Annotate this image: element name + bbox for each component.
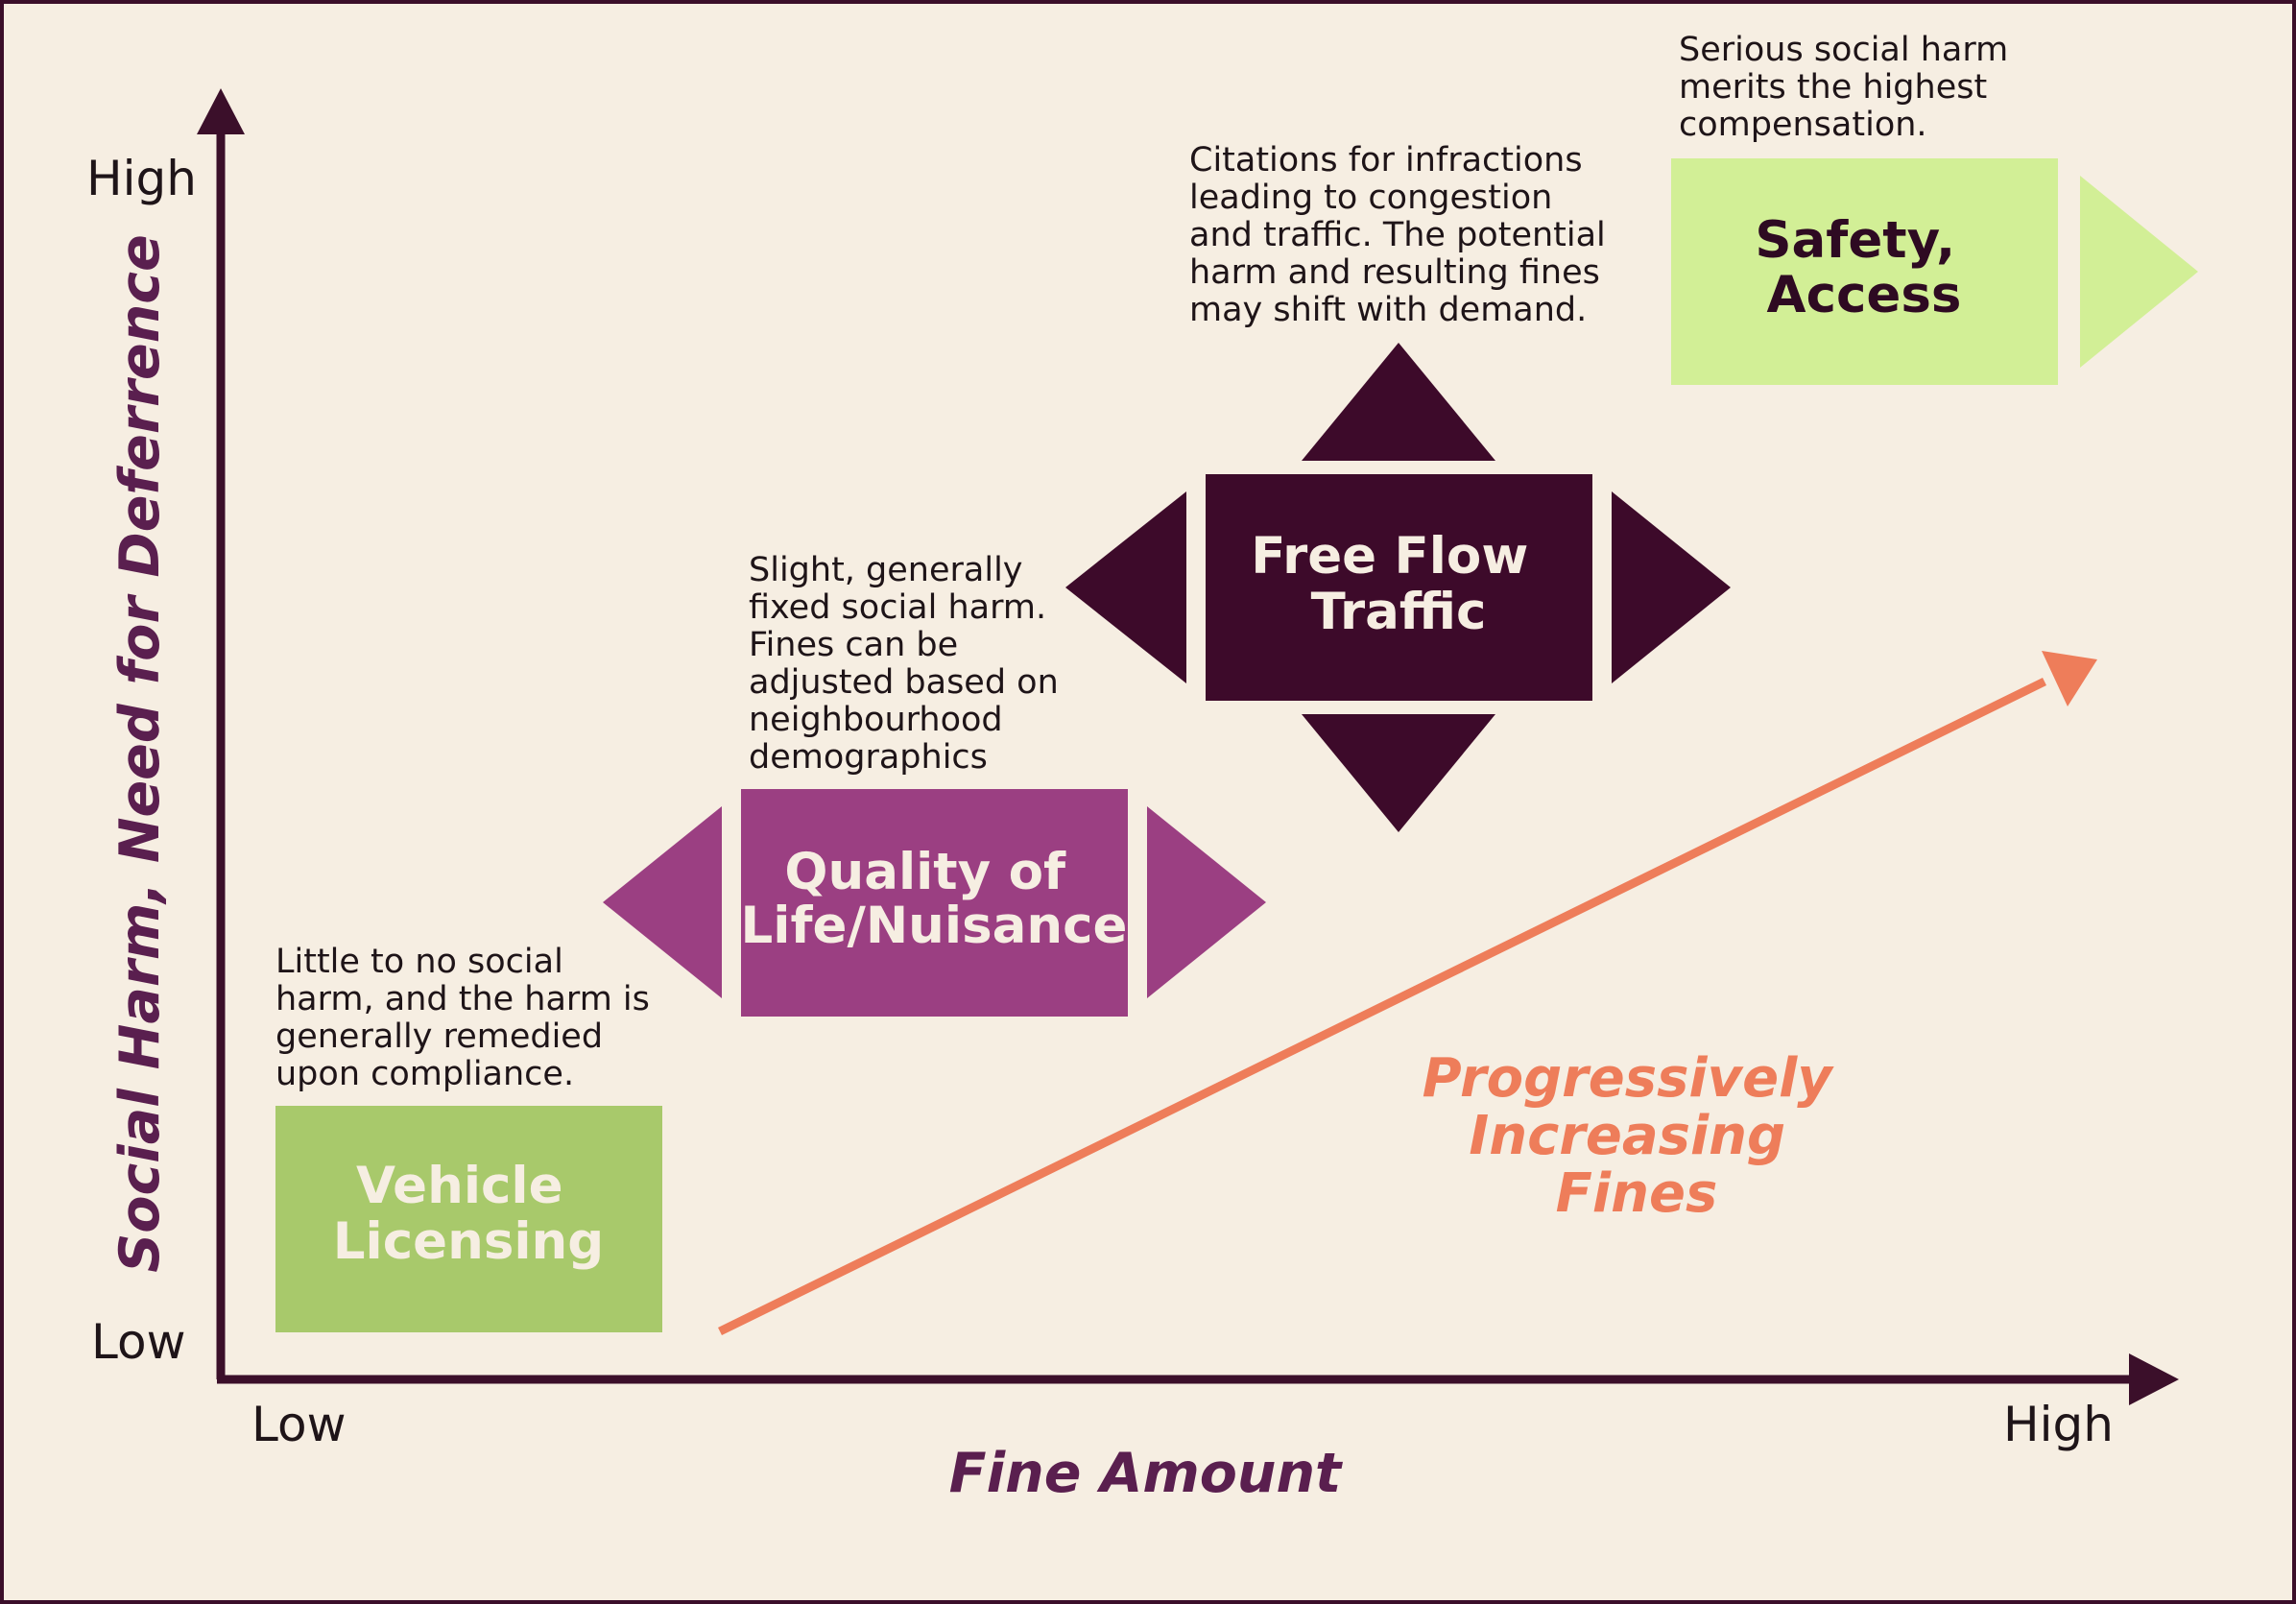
free-flow-traffic-description: Citations for infractions leading to con…	[1189, 141, 1616, 329]
trend-arrowhead	[2042, 651, 2097, 706]
y-axis-low-label: Low	[91, 1314, 185, 1370]
free-flow-right-arrow	[1612, 491, 1731, 683]
safety-access-right-arrow	[2080, 176, 2198, 368]
free-flow-traffic-block	[1065, 343, 1731, 832]
free-flow-left-arrow	[1065, 491, 1186, 683]
y-axis	[197, 88, 245, 1379]
safety-access-label: Safety, Access	[1755, 211, 1973, 324]
x-axis-low-label: Low	[251, 1397, 346, 1452]
vehicle-licensing-block	[275, 1106, 662, 1332]
x-axis-high-label: High	[2003, 1397, 2114, 1452]
free-flow-traffic-label: Free Flow Traffic	[1251, 527, 1546, 641]
y-axis-title: Social Harm, Need for Deferrence	[108, 234, 172, 1272]
safety-access-block	[1671, 158, 2198, 385]
x-axis-title: Fine Amount	[949, 1442, 1343, 1505]
quality-of-life-left-arrow	[603, 806, 722, 998]
quality-of-life-right-arrow	[1147, 806, 1266, 998]
quality-of-life-label: Quality of Life/Nuisance	[741, 843, 1128, 955]
y-axis-high-label: High	[86, 151, 197, 206]
vehicle-licensing-label: Vehicle Licensing	[333, 1157, 604, 1271]
trend-label: Progressively Increasing Fines	[1423, 1047, 1852, 1225]
free-flow-up-arrow	[1302, 343, 1495, 461]
free-flow-down-arrow	[1302, 714, 1495, 832]
safety-access-description: Serious social harm merits the highest c…	[1679, 31, 2019, 144]
quality-of-life-description: Slight, generally fixed social harm. Fin…	[749, 551, 1069, 777]
quality-of-life-block	[603, 789, 1266, 1017]
x-axis	[217, 1353, 2179, 1405]
y-axis-arrowhead	[197, 88, 245, 134]
vehicle-licensing-description: Little to no social harm, and the harm i…	[275, 943, 660, 1093]
x-axis-arrowhead	[2129, 1353, 2179, 1405]
trend-arrow	[718, 651, 2097, 1336]
